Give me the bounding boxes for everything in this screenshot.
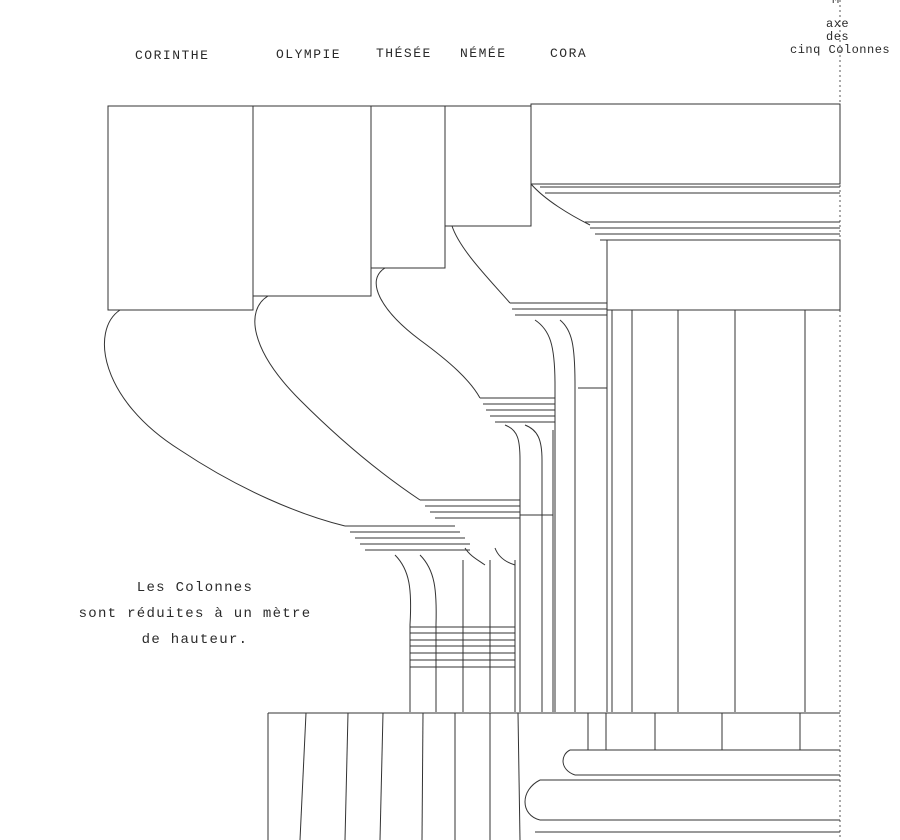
label-cora: CORA [550, 46, 588, 61]
caption-line-3: de hauteur. [141, 632, 249, 648]
caption-line-1: Les Colonnes [136, 580, 254, 596]
label-corinthe: CORINTHE [135, 48, 210, 63]
necks [395, 320, 575, 625]
shafts [410, 310, 805, 712]
axis-marker: M [832, 0, 840, 7]
capital-corinthe [104, 106, 345, 526]
label-nemee: NÉMÉE [460, 46, 507, 61]
base [268, 713, 840, 840]
capital-thesee [371, 106, 480, 398]
caption-line-2: sont réduites à un mètre [78, 606, 312, 622]
capital-nemee [445, 106, 531, 303]
axis-label-line3: cinq Colonnes [790, 43, 891, 57]
capital-olympie [253, 106, 420, 500]
annulets [345, 303, 607, 550]
capital-cora [531, 104, 840, 310]
axis-label-line1: axe [826, 17, 850, 31]
label-thesee: THÉSÉE [376, 46, 432, 61]
neck-rings [410, 627, 515, 667]
label-olympie: OLYMPIE [276, 47, 342, 62]
scale-caption: Les Colonnes sont réduites à un mètre de… [70, 575, 320, 653]
axis-label-line2: des [826, 30, 850, 44]
